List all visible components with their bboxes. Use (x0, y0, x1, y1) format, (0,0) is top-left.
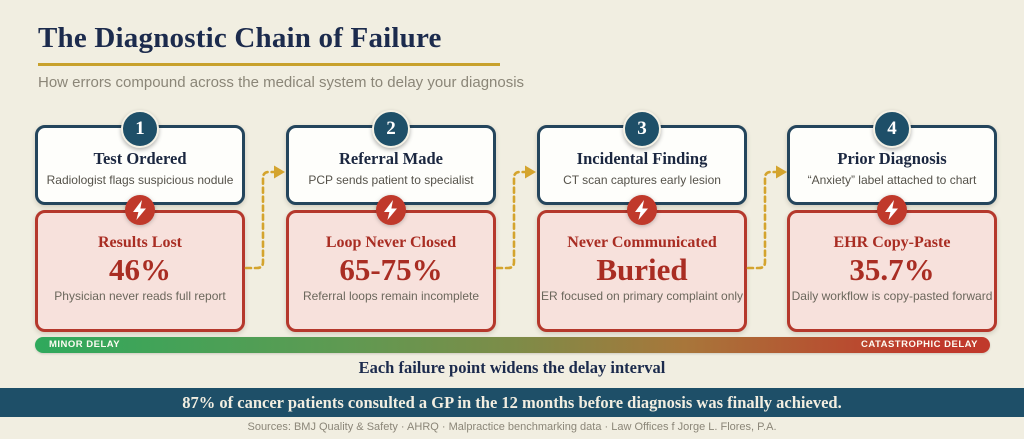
failure-description: Daily workflow is copy-pasted forward (791, 289, 993, 303)
lightning-bolt-icon (125, 195, 155, 225)
page-subtitle: How errors compound across the medical s… (38, 74, 525, 91)
catastrophic-delay-label: CATASTROPHIC DELAY (860, 339, 978, 350)
failure-card: Never Communicated Buried ER focused on … (537, 210, 747, 332)
failure-description: ER focused on primary complaint only (540, 289, 744, 303)
dashed-arrow-connector (746, 165, 787, 270)
step-description: PCP sends patient to specialist (308, 173, 474, 187)
dashed-arrow-connector (244, 165, 285, 270)
step-number-badge: 4 (873, 110, 911, 148)
lightning-bolt-icon (877, 195, 907, 225)
failure-stat: 65-75% (339, 252, 443, 287)
step-title: Test Ordered (93, 149, 187, 168)
step-number: 3 (637, 118, 647, 139)
chain-step-column-2: 2 Referral Made PCP sends patient to spe… (286, 110, 496, 336)
page-title: The Diagnostic Chain of Failure (38, 22, 442, 54)
chain-step-column-4: 4 Prior Diagnosis “Anxiety” label attach… (787, 110, 997, 336)
failure-description: Physician never reads full report (54, 289, 226, 303)
lightning-bolt-icon (376, 195, 406, 225)
step-description: “Anxiety” label attached to chart (807, 173, 977, 187)
step-title: Referral Made (339, 149, 443, 168)
failure-chain: 1 Test Ordered Radiologist flags suspici… (35, 110, 997, 336)
step-number: 1 (135, 118, 145, 139)
failure-title: Never Communicated (567, 234, 717, 251)
failure-card: Loop Never Closed 65-75% Referral loops … (286, 210, 496, 332)
step-number: 2 (386, 118, 396, 139)
step-description: CT scan captures early lesion (563, 173, 721, 187)
failure-stat: Buried (596, 252, 688, 287)
dashed-arrow-connector (495, 165, 536, 270)
step-number-badge: 3 (623, 110, 661, 148)
chain-step-column-1: 1 Test Ordered Radiologist flags suspici… (35, 110, 245, 336)
failure-stat: 46% (109, 252, 171, 287)
delay-caption: Each failure point widens the delay inte… (358, 358, 666, 377)
step-title: Incidental Finding (576, 149, 708, 168)
step-number: 4 (887, 118, 897, 139)
step-description: Radiologist flags suspicious nodule (46, 173, 234, 187)
failure-title: Results Lost (97, 234, 182, 251)
failure-stat: 35.7% (849, 252, 935, 287)
failure-card: Results Lost 46% Physician never reads f… (35, 210, 245, 332)
step-number-badge: 2 (372, 110, 410, 148)
minor-delay-label: MINOR DELAY (49, 339, 121, 350)
step-title: Prior Diagnosis (837, 149, 947, 168)
statistic-banner: 87% of cancer patients consulted a GP in… (0, 388, 1024, 417)
failure-card: EHR Copy-Paste 35.7% Daily workflow is c… (787, 210, 997, 332)
failure-title: EHR Copy-Paste (833, 234, 951, 251)
delay-severity-gradient-bar: MINOR DELAY CATASTROPHIC DELAY (35, 337, 990, 353)
lightning-bolt-icon (627, 195, 657, 225)
failure-description: Referral loops remain incomplete (302, 289, 480, 303)
step-number-badge: 1 (121, 110, 159, 148)
sources-line: Sources: BMJ Quality & Safety · AHRQ · M… (247, 421, 777, 433)
title-underline (38, 63, 500, 66)
failure-title: Loop Never Closed (325, 234, 457, 251)
chain-step-column-3: 3 Incidental Finding CT scan captures ea… (537, 110, 747, 336)
